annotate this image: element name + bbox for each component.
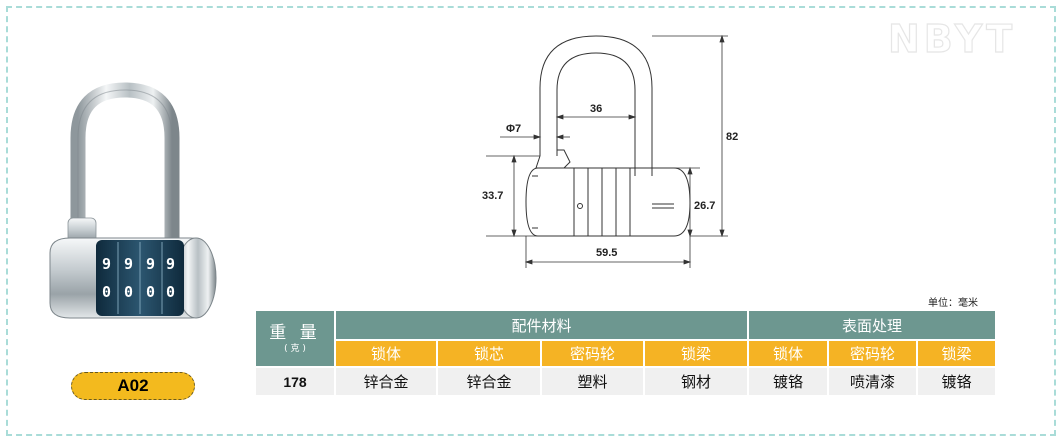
cell-surface-shackle: 镀铬 xyxy=(917,366,996,395)
svg-text:9: 9 xyxy=(102,255,111,273)
col-header-surface-body: 锁体 xyxy=(748,339,830,367)
svg-text:9: 9 xyxy=(146,255,155,273)
svg-text:9: 9 xyxy=(124,255,133,273)
cell-material-body: 锌合金 xyxy=(335,366,438,395)
dim-inner-width: 36 xyxy=(590,103,602,115)
svg-text:0: 0 xyxy=(146,283,155,301)
cell-material-core: 锌合金 xyxy=(437,366,542,395)
col-header-surface-shackle: 锁梁 xyxy=(917,339,996,367)
model-badge: A02 xyxy=(71,372,195,400)
weight-unit: ( 克 ) xyxy=(284,343,306,354)
svg-text:0: 0 xyxy=(124,283,133,301)
svg-text:0: 0 xyxy=(102,283,111,301)
watermark-text: NBYT xyxy=(888,17,1016,56)
dim-diameter: Φ7 xyxy=(506,123,521,135)
shackle-inner xyxy=(556,52,636,176)
weight-label: 重 量 xyxy=(269,322,321,343)
svg-text:0: 0 xyxy=(166,283,175,301)
cell-material-wheel: 塑料 xyxy=(541,366,645,395)
shackle-outline xyxy=(539,35,653,176)
col-header-lock-body: 锁体 xyxy=(335,339,438,367)
cell-surface-body: 镀铬 xyxy=(748,366,830,395)
cell-surface-wheel: 喷清漆 xyxy=(828,366,919,395)
spec-table: 重 量 ( 克 ) 配件材料 表面处理 锁体 锁芯 密码轮 锁梁 锁体 密码轮 … xyxy=(256,311,996,395)
unit-note: 单位：毫米 xyxy=(928,298,978,309)
col-header-surface-wheel: 密码轮 xyxy=(828,339,919,367)
brand-watermark: NBYT xyxy=(887,16,1016,56)
svg-text:9: 9 xyxy=(166,255,175,273)
table-row: 178 锌合金 锌合金 塑料 钢材 镀铬 喷清漆 镀铬 xyxy=(256,366,996,395)
weight-header: 重 量 ( 克 ) xyxy=(256,311,336,367)
col-header-code-wheel: 密码轮 xyxy=(541,339,645,367)
page-frame xyxy=(6,6,1056,436)
lock-body-outline xyxy=(525,167,691,237)
dim-body-inner-height: 26.7 xyxy=(694,200,715,212)
cell-material-shackle: 钢材 xyxy=(644,366,750,395)
dimension-drawing: 36 Φ7 82 33.7 26.7 59.5 xyxy=(482,34,738,268)
group-header-material: 配件材料 xyxy=(335,311,750,340)
group-header-surface: 表面处理 xyxy=(748,311,996,340)
dim-body-width: 59.5 xyxy=(596,247,617,259)
dim-body-height: 33.7 xyxy=(482,190,503,202)
col-header-shackle: 锁梁 xyxy=(644,339,750,367)
col-header-lock-core: 锁芯 xyxy=(437,339,542,367)
cell-weight: 178 xyxy=(256,366,336,395)
dim-total-height: 82 xyxy=(726,131,738,143)
